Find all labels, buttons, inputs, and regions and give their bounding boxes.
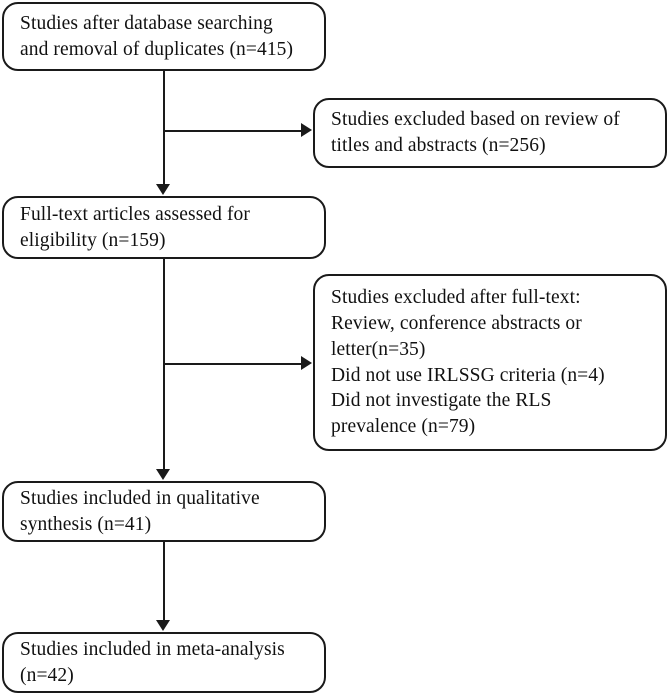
node-studies-excluded-after-full-text: Studies excluded after full-text: Review…: [313, 274, 667, 451]
arrowhead-into-full-text-articles: [155, 184, 170, 195]
connector-identification-to-fulltext: [163, 71, 165, 185]
node-text: Studies excluded after full-text: Review…: [331, 286, 605, 438]
node-studies-included-meta-analysis: Studies included in meta-analysis (n=42): [2, 632, 326, 693]
arrowhead-into-studies-excluded-fulltext: [301, 356, 312, 370]
node-text: Studies included in qualitative synthesi…: [20, 487, 260, 535]
node-text: Full-text articles assessed for eligibil…: [20, 203, 250, 251]
node-studies-after-database-searching: Studies after database searching and rem…: [2, 2, 326, 71]
arrowhead-into-meta-analysis: [155, 620, 170, 631]
connector-fulltext-to-excluded-fulltext: [163, 363, 302, 365]
connector-identification-to-excluded-titles: [163, 130, 302, 132]
node-text: Studies included in meta-analysis (n=42): [20, 638, 285, 686]
node-text: Studies after database searching and rem…: [20, 12, 294, 60]
arrowhead-into-studies-excluded-titles: [301, 123, 312, 137]
connector-qualitative-to-meta: [163, 542, 165, 621]
node-studies-included-qualitative-synthesis: Studies included in qualitative synthesi…: [2, 481, 326, 542]
node-text: Studies excluded based on review of titl…: [331, 109, 620, 156]
node-full-text-articles-assessed: Full-text articles assessed for eligibil…: [2, 196, 326, 259]
node-studies-excluded-titles-abstracts: Studies excluded based on review of titl…: [313, 98, 667, 168]
arrowhead-into-qualitative-synthesis: [155, 469, 170, 480]
